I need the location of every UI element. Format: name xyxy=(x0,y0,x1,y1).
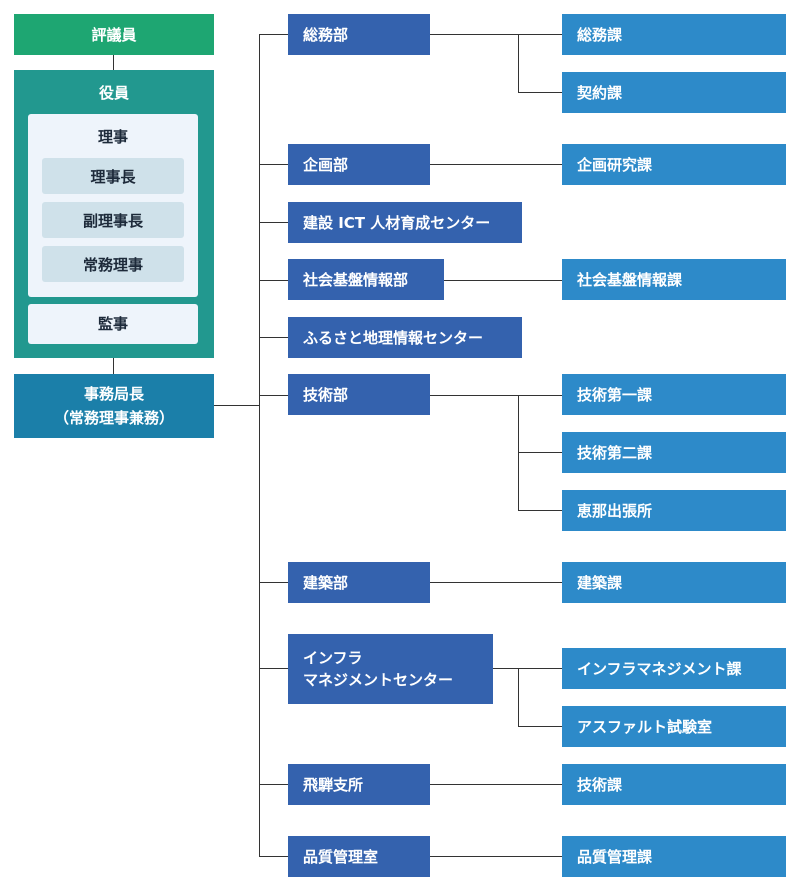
dept-label: 建築部 xyxy=(303,573,349,592)
connector-dept-section xyxy=(518,510,562,511)
section-gijutsu-2[interactable]: 技術第二課 xyxy=(562,432,786,473)
section-somu[interactable]: 総務課 xyxy=(562,14,786,55)
section-infra-management[interactable]: インフラマネジメント課 xyxy=(562,648,786,689)
connector-spine-dept xyxy=(259,582,288,583)
dept-hinshitsu-kanri[interactable]: 品質管理室 xyxy=(288,836,430,877)
connector-spine-dept xyxy=(259,784,288,785)
section-hinshitsu-kanri[interactable]: 品質管理課 xyxy=(562,836,786,877)
connector-dept-section xyxy=(444,280,562,281)
section-keiyaku[interactable]: 契約課 xyxy=(562,72,786,113)
section-label: 恵那出張所 xyxy=(577,501,653,520)
rijicho-box[interactable]: 理事長 xyxy=(42,158,184,194)
connector-dept-branch xyxy=(518,668,519,726)
connector-jimukyokucho-spine xyxy=(214,405,259,406)
connector-dept-section xyxy=(430,582,562,583)
dept-hida-shisho[interactable]: 飛騨支所 xyxy=(288,764,430,805)
dept-infra-management-center[interactable]: インフラ マネジメントセンター xyxy=(288,634,493,704)
connector-spine-dept xyxy=(259,34,288,35)
dept-kensetsu-ict-center[interactable]: 建設 ICT 人材育成センター xyxy=(288,202,522,243)
section-label: 技術第一課 xyxy=(577,385,653,404)
dept-shakai-kiban-joho[interactable]: 社会基盤情報部 xyxy=(288,259,444,300)
kanji-label: 監事 xyxy=(97,315,128,333)
connector-yakuin-jimukyokucho xyxy=(113,358,114,374)
section-gijutsu-1[interactable]: 技術第一課 xyxy=(562,374,786,415)
connector-dept-section xyxy=(518,726,562,727)
dept-kenchiku[interactable]: 建築部 xyxy=(288,562,430,603)
section-kenchiku[interactable]: 建築課 xyxy=(562,562,786,603)
connector-spine-dept xyxy=(259,280,288,281)
section-label: 社会基盤情報課 xyxy=(577,270,683,289)
connector-dept-section xyxy=(493,668,562,669)
dept-label: 品質管理室 xyxy=(303,847,379,866)
kanji-panel[interactable]: 監事 xyxy=(28,304,198,344)
dept-label: 技術部 xyxy=(303,385,349,404)
connector-dept-section xyxy=(518,92,562,93)
hyogiin-label: 評議員 xyxy=(91,25,137,44)
dept-label: 建設 ICT 人材育成センター xyxy=(303,213,491,232)
connector-spine-dept xyxy=(259,222,288,223)
section-label: インフラマネジメント課 xyxy=(577,659,742,678)
section-shakai-kiban-joho[interactable]: 社会基盤情報課 xyxy=(562,259,786,300)
section-label: アスファルト試験室 xyxy=(577,717,713,736)
connector-spine-dept xyxy=(259,164,288,165)
connector-dept-section xyxy=(430,164,562,165)
jimukyokucho-label: 事務局長 xyxy=(83,385,144,403)
riji-panel[interactable]: 理事 理事長 副理事長 常務理事 xyxy=(28,114,198,297)
hyogiin-box[interactable]: 評議員 xyxy=(14,14,214,55)
section-label: 技術第二課 xyxy=(577,443,653,462)
dept-label: 総務部 xyxy=(303,25,349,44)
connector-dept-section xyxy=(518,452,562,453)
dept-label: 社会基盤情報部 xyxy=(303,270,409,289)
connector-dept-section xyxy=(430,784,562,785)
section-kikaku-kenkyu[interactable]: 企画研究課 xyxy=(562,144,786,185)
section-label: 建築課 xyxy=(577,573,623,592)
jomu-riji-box[interactable]: 常務理事 xyxy=(42,246,184,282)
dept-label: 企画部 xyxy=(303,155,349,174)
dept-furusato-chiri-center[interactable]: ふるさと地理情報センター xyxy=(288,317,522,358)
connector-dept-section xyxy=(430,34,562,35)
section-ena-shucchojo[interactable]: 恵那出張所 xyxy=(562,490,786,531)
main-spine xyxy=(259,34,260,856)
section-gijutsu-hida[interactable]: 技術課 xyxy=(562,764,786,805)
jimukyokucho-note: （常務理事兼務） xyxy=(53,409,174,427)
dept-gijutsu[interactable]: 技術部 xyxy=(288,374,430,415)
section-label: 総務課 xyxy=(577,25,623,44)
section-asphalt-shikenshitsu[interactable]: アスファルト試験室 xyxy=(562,706,786,747)
connector-hyogiin-yakuin xyxy=(113,55,114,70)
dept-kikaku[interactable]: 企画部 xyxy=(288,144,430,185)
connector-dept-section xyxy=(430,395,562,396)
connector-dept-section xyxy=(430,856,562,857)
connector-dept-branch xyxy=(518,34,519,92)
connector-spine-dept xyxy=(259,395,288,396)
fuku-rijicho-box[interactable]: 副理事長 xyxy=(42,202,184,238)
dept-label: ふるさと地理情報センター xyxy=(303,328,484,347)
dept-label: 飛騨支所 xyxy=(303,775,364,794)
yakuin-box[interactable]: 役員 理事 理事長 副理事長 常務理事 監事 xyxy=(14,70,214,358)
section-label: 契約課 xyxy=(577,83,623,102)
section-label: 品質管理課 xyxy=(577,847,653,866)
section-label: 企画研究課 xyxy=(577,155,653,174)
dept-somu[interactable]: 総務部 xyxy=(288,14,430,55)
connector-spine-dept xyxy=(259,856,288,857)
connector-spine-dept xyxy=(259,668,288,669)
yakuin-title: 役員 xyxy=(98,84,129,102)
section-label: 技術課 xyxy=(577,775,623,794)
dept-label: インフラ マネジメントセンター xyxy=(303,649,454,689)
connector-spine-dept xyxy=(259,337,288,338)
riji-title: 理事 xyxy=(97,128,128,146)
jimukyokucho-box[interactable]: 事務局長 （常務理事兼務） xyxy=(14,374,214,438)
